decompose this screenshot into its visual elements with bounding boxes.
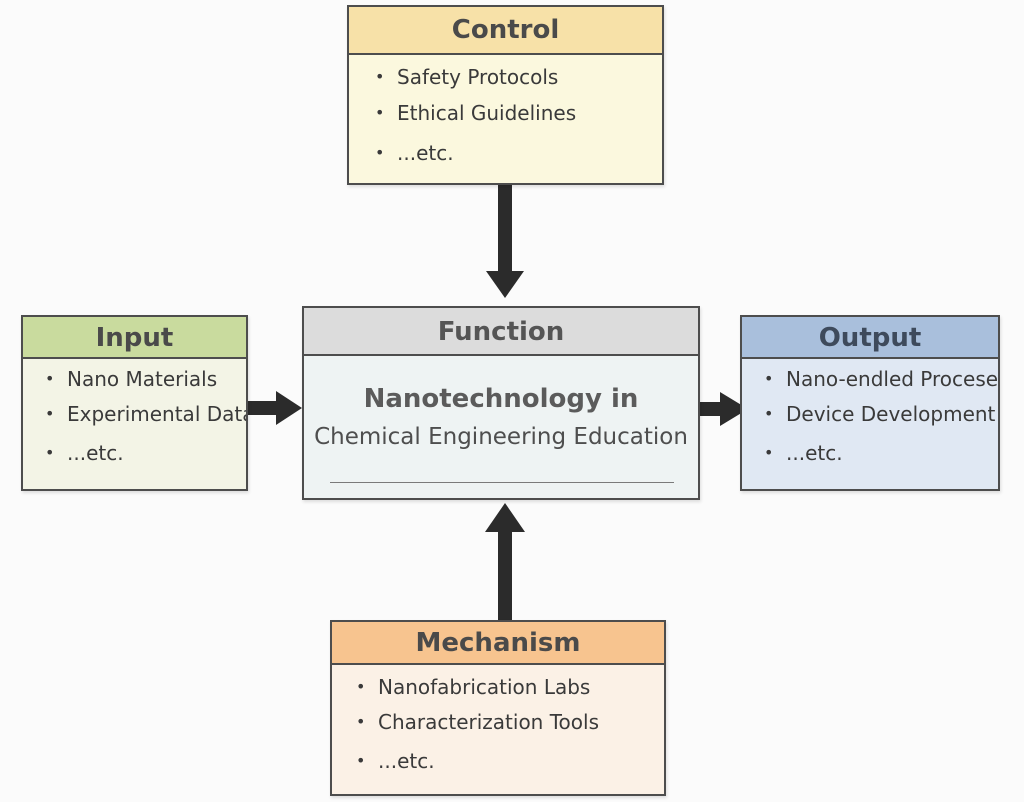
mechanism-item: • ...etc. (356, 749, 664, 784)
bullet-icon: • (764, 369, 774, 388)
control-list: • Safety Protocols • Ethical Guidelines •.… (349, 55, 662, 177)
control-item: • ...etc. (375, 141, 662, 177)
function-title: Function (304, 308, 698, 356)
function-line2: Chemical Engineering Education (314, 424, 688, 450)
output-list: • Nano-endled Proceses • Device Developmen… (742, 359, 998, 476)
output-item: • Nano-endled Proceses (764, 367, 998, 402)
mechanism-box: Mechanism • Nanofabrication Labs • Charact… (330, 620, 666, 796)
bullet-icon: • (45, 404, 55, 423)
input-box: Input • Nano Materials • Experimental Data… (21, 315, 248, 491)
output-item-label: ...etc. (786, 441, 843, 465)
function-line1: Nanotechnology in (363, 384, 639, 414)
control-to-function-arrow (486, 185, 524, 298)
bullet-icon: • (375, 67, 385, 86)
output-item: • ...etc. (764, 441, 998, 476)
control-item-label: ...etc. (397, 141, 454, 165)
output-item: • Device Development (764, 402, 998, 437)
bullet-icon: • (764, 443, 774, 462)
mechanism-item-label: Nanofabrication Labs (378, 675, 591, 699)
control-item-label: Safety Protocols (397, 65, 559, 89)
bullet-icon: • (45, 443, 55, 462)
mechanism-item: • Nanofabrication Labs (356, 675, 664, 710)
output-title: Output (742, 317, 998, 359)
function-to-output-arrow (700, 392, 748, 426)
output-box: Output • Nano-endled Proceses • Device Dev… (740, 315, 1000, 491)
bullet-icon: • (375, 103, 385, 122)
control-item: • Safety Protocols (375, 65, 662, 101)
control-item-label: Ethical Guidelines (397, 101, 577, 125)
function-box: Function Nanotechnology in Chemical Engi… (302, 306, 700, 500)
input-item: • ...etc. (45, 441, 246, 476)
input-title: Input (23, 317, 246, 359)
mechanism-title: Mechanism (332, 622, 664, 665)
output-item-label: Nano-endled Proceses (786, 367, 998, 391)
input-item: • Nano Materials (45, 367, 246, 402)
input-item-label: ...etc. (67, 441, 124, 465)
mechanism-item-label: ...etc. (378, 749, 435, 773)
function-divider (330, 482, 674, 483)
input-to-function-arrow (248, 391, 302, 425)
input-item: • Experimental Data (45, 402, 246, 437)
input-item-label: Nano Materials (67, 367, 218, 391)
mechanism-to-function-arrow (485, 503, 525, 620)
bullet-icon: • (375, 143, 385, 162)
control-title: Control (349, 7, 662, 55)
bullet-icon: • (356, 712, 366, 731)
output-item-label: Device Development (786, 402, 996, 426)
bullet-icon: • (356, 677, 366, 696)
bullet-icon: • (764, 404, 774, 423)
mechanism-item-label: Characterization Tools (378, 710, 599, 734)
control-box: Control • Safety Protocols • Ethical Guide… (347, 5, 664, 185)
mechanism-item: • Characterization Tools (356, 710, 664, 745)
bullet-icon: • (356, 751, 366, 770)
input-list: • Nano Materials • Experimental Data • ...e… (23, 359, 246, 476)
mechanism-list: • Nanofabrication Labs • Characterization … (332, 665, 664, 784)
control-item: • Ethical Guidelines (375, 101, 662, 137)
input-item-label: Experimental Data (67, 402, 246, 426)
bullet-icon: • (45, 369, 55, 388)
